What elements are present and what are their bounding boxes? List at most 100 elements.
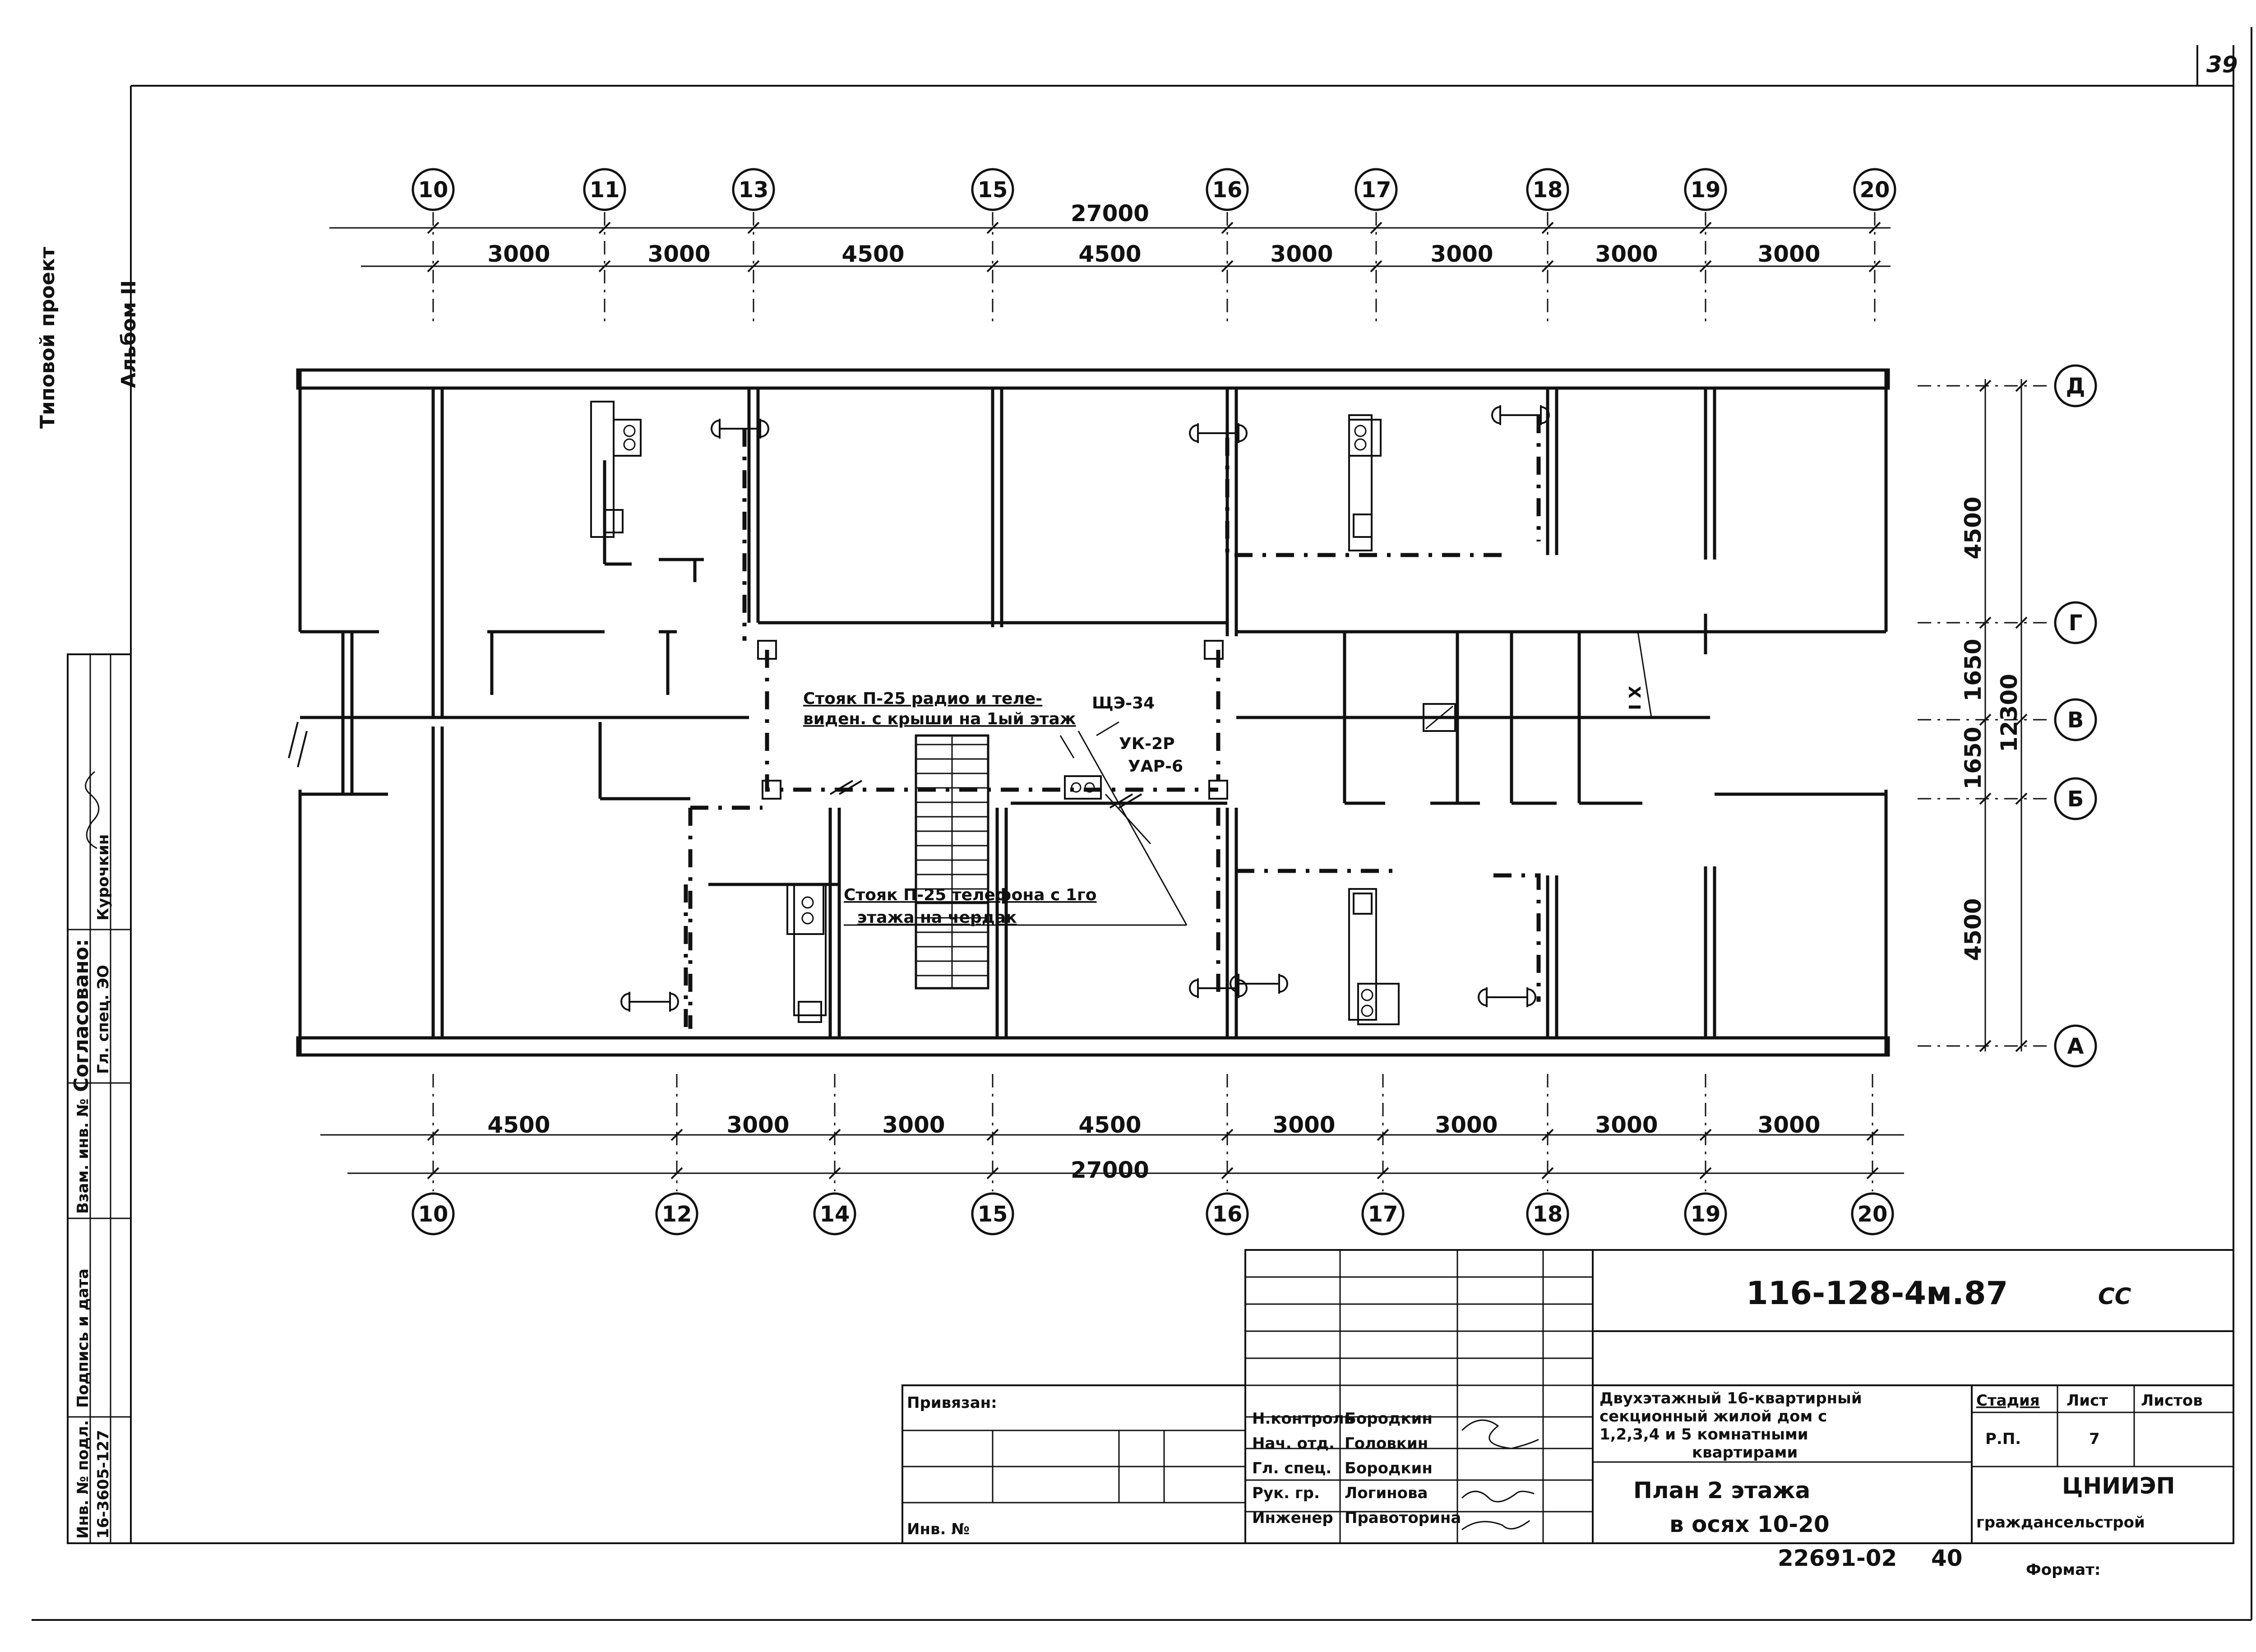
axis-right-Б: Б bbox=[1918, 777, 2097, 820]
axis-bottom-19-label: 19 bbox=[1691, 1202, 1721, 1227]
axis-right-Г: Г bbox=[1918, 601, 2097, 644]
axis-top-17-label: 17 bbox=[1361, 177, 1392, 203]
axis-top-13-label: 13 bbox=[739, 177, 769, 203]
axis-bottom-20-label: 20 bbox=[1858, 1202, 1888, 1227]
sheets-label: Листов bbox=[2141, 1392, 2203, 1410]
dim-right-overall: 12300 bbox=[1996, 674, 2022, 752]
uar-label: УАР-6 bbox=[1128, 757, 1183, 776]
axis-top-20-label: 20 bbox=[1860, 177, 1890, 203]
axis-bottom-14: 14 bbox=[813, 1074, 856, 1236]
cable-routes bbox=[684, 415, 1541, 1029]
description-line-4: квартирами bbox=[1692, 1444, 1798, 1462]
tb-name-4: Логинова bbox=[1345, 1484, 1428, 1502]
building-walls bbox=[288, 368, 1890, 1057]
dim-bottom-seg-5: 3000 bbox=[1272, 1112, 1335, 1138]
axis-top-10-label: 10 bbox=[418, 177, 448, 203]
sheet-value: 7 bbox=[2089, 1430, 2100, 1448]
description-line-3: 1,2,3,4 и 5 комнатными bbox=[1600, 1425, 1808, 1444]
axis-bottom-12-label: 12 bbox=[662, 1202, 692, 1227]
riser-phone-note-2: этажа на чердак bbox=[857, 908, 1017, 927]
inv-replace-label: Взам. инв. № bbox=[74, 1098, 92, 1214]
axis-bottom-10-label: 10 bbox=[418, 1202, 448, 1227]
outlet-symbols bbox=[620, 405, 1550, 1012]
axis-top-16-label: 16 bbox=[1212, 177, 1243, 203]
axis-top-18-label: 18 bbox=[1533, 177, 1563, 203]
axis-top-11-label: 11 bbox=[590, 177, 620, 203]
order-number: 22691-02 bbox=[1778, 1545, 1897, 1571]
axis-right-В: В bbox=[1918, 698, 2097, 741]
dim-bottom-seg-3: 3000 bbox=[882, 1112, 945, 1138]
axis-right-Д: Д bbox=[1918, 364, 2097, 407]
axis-top-10: 10 bbox=[411, 168, 455, 325]
order-sheet: 40 bbox=[1931, 1545, 1963, 1571]
axis-bottom-20: 20 bbox=[1851, 1074, 1894, 1236]
outlet-icon bbox=[620, 992, 679, 1012]
dim-top-seg-7: 3000 bbox=[1595, 241, 1658, 267]
axis-right-Б-label: Б bbox=[2067, 787, 2084, 812]
riser-radio-note-2: виден. с крыши на 1ый этаж bbox=[803, 710, 1076, 728]
dimension-lines bbox=[320, 222, 2028, 1180]
dim-top-seg-3: 4500 bbox=[841, 241, 904, 267]
organization-1: ЦНИИЭП bbox=[2062, 1473, 2175, 1499]
dim-right-seg-1: 4500 bbox=[1960, 496, 1986, 559]
sheet-label: Лист bbox=[2066, 1392, 2108, 1410]
axis-top-17: 17 bbox=[1355, 168, 1398, 325]
tb-role-5: Инженер bbox=[1252, 1509, 1333, 1527]
outlet-icon bbox=[711, 419, 769, 439]
tb-role-2: Нач. отд. bbox=[1252, 1435, 1335, 1453]
outlet-icon bbox=[1491, 405, 1550, 425]
axis-top-19-label: 19 bbox=[1691, 177, 1721, 203]
axis-top-11: 11 bbox=[583, 168, 626, 325]
axis-bottom-16-label: 16 bbox=[1212, 1202, 1243, 1227]
project-type-label: Типовой проект bbox=[36, 246, 59, 429]
album-label: Альбом II bbox=[117, 280, 140, 388]
dim-bottom-seg-2: 3000 bbox=[726, 1112, 789, 1138]
dim-top-seg-6: 3000 bbox=[1430, 241, 1493, 267]
sheet-title-1: План 2 этажа bbox=[1633, 1477, 1810, 1504]
dim-top-seg-2: 3000 bbox=[647, 241, 710, 267]
axis-top-19: 19 bbox=[1684, 168, 1727, 325]
axis-bottom-12: 12 bbox=[655, 1074, 698, 1236]
axis-bottom-15-label: 15 bbox=[978, 1202, 1008, 1227]
axis-top-13: 13 bbox=[732, 168, 775, 325]
axis-bottom-16: 16 bbox=[1206, 1074, 1249, 1236]
panel-label: ЩЭ-34 bbox=[1092, 694, 1155, 713]
inv-number: 16-3605-127 bbox=[94, 1430, 112, 1539]
dim-top-overall: 27000 bbox=[1071, 200, 1149, 227]
left-margin-stamp: Типовой проект Альбом II Согласовано: Гл… bbox=[36, 246, 140, 1544]
dim-bottom-seg-8: 3000 bbox=[1757, 1112, 1820, 1138]
axis-bottom-10: 10 bbox=[411, 1074, 455, 1236]
description-line-2: секционный жилой дом с bbox=[1600, 1407, 1827, 1425]
description-line-1: Двухэтажный 16-квартирный bbox=[1600, 1389, 1862, 1407]
approved-role: Гл. спец. ЭО bbox=[94, 965, 112, 1074]
tb-role-1: Н.контроль bbox=[1252, 1410, 1354, 1428]
junction-boxes bbox=[757, 640, 1228, 800]
outlet-icon bbox=[1230, 974, 1288, 994]
project-code-suffix: СС bbox=[2098, 1283, 2131, 1310]
dim-bottom-seg-4: 4500 bbox=[1078, 1112, 1141, 1138]
dim-right-seg-2: 1650 bbox=[1960, 639, 1986, 701]
dim-bottom-seg-1: 4500 bbox=[487, 1112, 550, 1138]
axis-top-18: 18 bbox=[1526, 168, 1569, 325]
outlet-icon bbox=[1189, 423, 1248, 443]
xi-label: X I bbox=[1625, 686, 1643, 710]
axis-bottom-17: 17 bbox=[1361, 1074, 1405, 1236]
dim-top-seg-8: 3000 bbox=[1757, 241, 1820, 267]
axis-right-В-label: В bbox=[2067, 708, 2084, 733]
approved-label: Согласовано: bbox=[70, 939, 93, 1092]
outlet-icon bbox=[1478, 987, 1536, 1007]
approved-signature bbox=[85, 771, 100, 849]
tb-role-3: Гл. спец. bbox=[1252, 1459, 1331, 1477]
dim-top-seg-5: 3000 bbox=[1270, 241, 1333, 267]
axis-bottom-19: 19 bbox=[1684, 1074, 1727, 1236]
kitchen-equipment bbox=[590, 401, 1456, 1025]
dim-top-seg-4: 4500 bbox=[1078, 241, 1141, 267]
organization-2: граждансельстрой bbox=[1976, 1513, 2145, 1532]
project-code: 116-128-4м.87 bbox=[1746, 1275, 2008, 1312]
stage-label: Стадия bbox=[1976, 1392, 2040, 1410]
axis-top-15: 15 bbox=[971, 168, 1014, 325]
